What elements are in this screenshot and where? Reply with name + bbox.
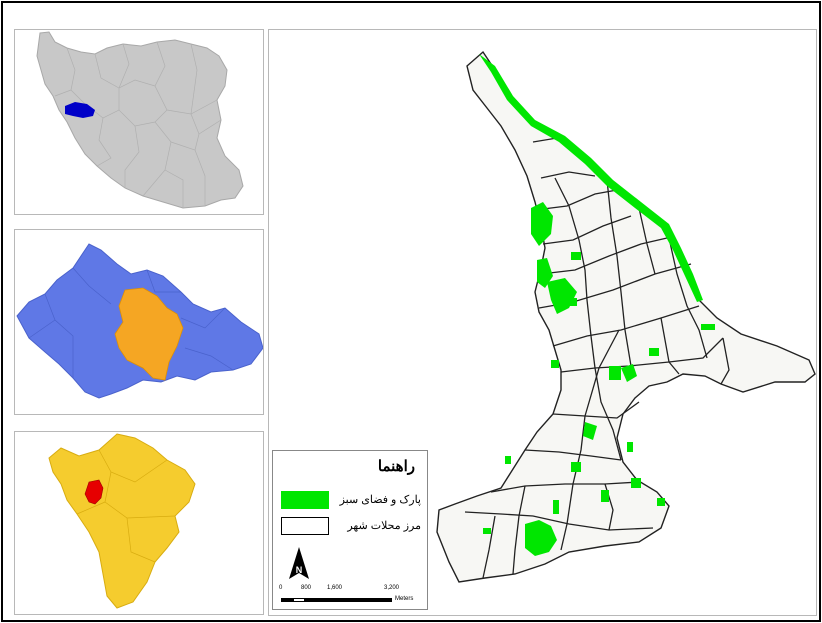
- green-park: [601, 490, 609, 502]
- north-label: N: [296, 565, 303, 575]
- iran-country-shape: [36, 31, 244, 209]
- iran-province-borders: [54, 41, 222, 208]
- green-park: [609, 366, 621, 380]
- scale-tick-3200: 3,200: [384, 585, 400, 591]
- green-park: [483, 528, 491, 534]
- legend-swatch-green: [281, 491, 329, 509]
- scale-tick-0: 0: [279, 585, 283, 591]
- scale-unit: Meters: [395, 596, 414, 602]
- green-park: [553, 500, 559, 514]
- khorramabad-city-highlight: [84, 479, 104, 505]
- green-park: [627, 442, 633, 452]
- iran-map: [36, 31, 244, 209]
- legend-item-neighborhood-boundary: مرز محلات شهر: [281, 517, 421, 537]
- green-river-edge: [479, 54, 703, 302]
- scale-segment: [293, 598, 305, 602]
- green-park: [657, 498, 665, 506]
- scale-tick-1600: 1,600: [327, 585, 343, 591]
- lorestan-province-highlight: [65, 102, 95, 118]
- province-county-borders: [28, 267, 234, 378]
- green-park: [571, 252, 581, 260]
- legend-label-green-space: پارک و فضای سبز: [339, 494, 421, 506]
- green-park: [571, 462, 581, 472]
- legend-swatch-boundary: [281, 517, 329, 535]
- map-legend: راهنما پارک و فضای سبز مرز محلات شهر N 0…: [272, 450, 428, 610]
- legend-title: راهنما: [377, 458, 415, 475]
- county-district-borders: [76, 449, 176, 563]
- legend-label-neighborhood-boundary: مرز محلات شهر: [347, 520, 421, 532]
- green-west-strip-2: [537, 258, 553, 288]
- green-large-park: [525, 520, 557, 556]
- city-neighborhood-map: [436, 50, 816, 583]
- scale-segment: [332, 598, 392, 602]
- green-park: [505, 456, 511, 464]
- green-spaces: [479, 54, 715, 556]
- county-inset-map: [14, 431, 264, 615]
- green-park: [551, 360, 559, 368]
- legend-item-green-space: پارک و فضای سبز: [281, 491, 421, 511]
- scale-bar: 0 800 1,600 3,200 Meters: [279, 581, 425, 607]
- khorramabad-county-highlight: [114, 287, 184, 381]
- county-map: [48, 433, 196, 609]
- scale-segment: [281, 598, 293, 602]
- green-park: [701, 324, 715, 330]
- green-park-mid: [583, 422, 597, 440]
- green-west-strip: [531, 202, 553, 246]
- north-arrow-icon: N: [289, 547, 309, 579]
- green-park: [565, 298, 577, 306]
- scale-tick-800: 800: [301, 585, 312, 591]
- city-main-map: [268, 29, 817, 616]
- green-park: [649, 348, 659, 356]
- province-inset-map: [14, 229, 264, 415]
- province-map: [16, 243, 263, 399]
- scale-segment: [305, 598, 332, 602]
- green-park: [631, 478, 641, 488]
- city-boundary: [436, 50, 816, 583]
- iran-inset-map: [14, 29, 264, 215]
- green-park-east: [621, 364, 637, 382]
- county-shape: [48, 433, 196, 609]
